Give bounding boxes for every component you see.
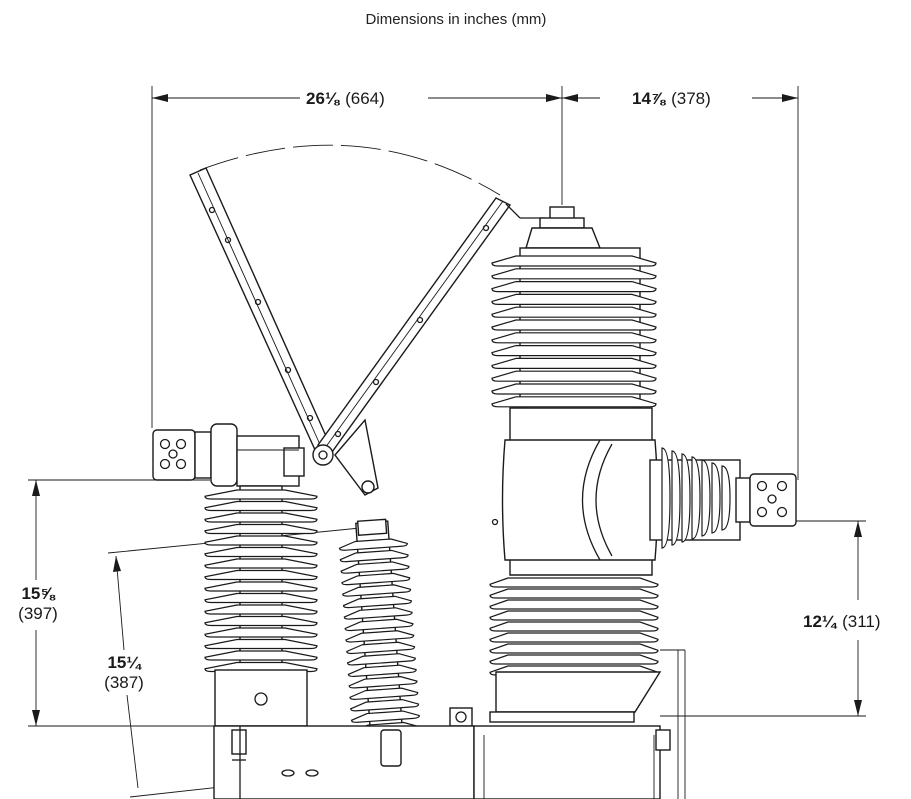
arrowhead: [546, 94, 562, 102]
surge-arrester: [338, 518, 421, 736]
insulator-shed: [338, 538, 408, 551]
insulator-shed: [491, 319, 657, 331]
insulator-shed: [204, 512, 318, 523]
mounting-frame: [213, 707, 671, 799]
insulator-shed: [343, 607, 413, 620]
interrupter-housing: [491, 407, 659, 576]
dim-left-width: 26⅛(664): [306, 89, 385, 108]
main-insulator-base: [495, 671, 662, 713]
dim-arrester-inch: 15¼: [107, 653, 142, 672]
insulator-shed: [204, 558, 318, 569]
top-dimension-lines: [151, 86, 799, 480]
left-insulator-base: [214, 669, 308, 727]
insulator-shed: [491, 345, 657, 357]
dim-right-height: 12¼(311): [803, 612, 881, 631]
insulator-shed: [346, 641, 416, 655]
upper-bushing-insulator: [491, 247, 657, 411]
dim-left-width-inch: 26⅛: [306, 89, 341, 108]
insulator-shed: [489, 643, 659, 654]
insulator-shed: [204, 638, 318, 650]
insulator-shed: [344, 618, 414, 632]
dim-right-height-inch: 12¼: [803, 612, 838, 631]
side-bushing: [649, 447, 741, 549]
insulator-shed: [204, 661, 318, 673]
dim-right-height-mm: (311): [842, 612, 880, 631]
insulator-shed: [491, 332, 657, 344]
insulator-shed: [342, 584, 412, 597]
insulator-shed: [489, 599, 659, 610]
arrowhead: [152, 94, 168, 102]
insulator-shed: [342, 595, 412, 609]
hinge-pivot: [312, 444, 334, 466]
right-terminal-pad: [735, 473, 797, 527]
insulator-shed: [350, 698, 420, 712]
insulator-shed: [346, 653, 416, 666]
insulator-shed: [489, 632, 659, 643]
insulator-shed: [491, 255, 657, 267]
insulator-shed: [204, 523, 318, 535]
right-height-dimension: [660, 520, 866, 717]
insulator-shed: [204, 592, 318, 604]
insulator-shed: [339, 549, 409, 563]
dim-arrester-mm: (387): [104, 673, 144, 692]
insulator-shed: [345, 630, 415, 643]
top-terminal: [525, 206, 602, 249]
insulator-shed: [204, 604, 318, 615]
dim-right-width-mm: (378): [671, 89, 711, 108]
disconnect-blade-open: [189, 167, 331, 453]
link-arm: [334, 418, 379, 496]
arrester-bottom-terminal: [380, 729, 402, 767]
insulator-shed: [491, 383, 657, 395]
left-post-insulator: [204, 485, 318, 677]
insulator-shed: [349, 687, 419, 700]
insulator-shed: [491, 306, 657, 318]
insulator-shed: [204, 500, 318, 512]
insulator-shed: [491, 281, 657, 293]
insulator-shed: [348, 676, 418, 689]
insulator-shed: [204, 546, 318, 558]
insulator-shed: [204, 569, 318, 581]
insulator-shed: [204, 650, 318, 661]
dim-left-height-mm: (397): [18, 604, 58, 623]
insulator-shed: [491, 293, 657, 305]
dim-right-width: 14⅞(378): [632, 89, 711, 108]
base-flange: [489, 711, 635, 723]
insulator-shed: [489, 621, 659, 632]
insulator-shed: [347, 664, 417, 678]
insulator-shed: [340, 561, 410, 574]
insulator-shed: [341, 572, 411, 586]
caption: Dimensions in inches (mm): [366, 11, 547, 28]
dim-left-width-mm: (664): [345, 89, 385, 108]
arrowhead: [562, 94, 578, 102]
dim-right-width-inch: 14⅞: [632, 89, 667, 108]
insulator-shed: [491, 268, 657, 280]
insulator-shed: [204, 581, 318, 592]
insulator-shed: [491, 396, 657, 408]
insulator-shed: [204, 615, 318, 627]
insulator-shed: [489, 588, 659, 599]
arrowhead: [782, 94, 798, 102]
insulator-shed: [489, 577, 659, 588]
left-terminal-pad: [152, 423, 305, 487]
insulator-shed: [491, 370, 657, 382]
insulator-shed: [491, 357, 657, 369]
insulator-shed: [204, 627, 318, 638]
insulator-shed: [204, 535, 318, 546]
insulator-shed: [489, 610, 659, 621]
dim-left-height-inch: 15⅝: [21, 584, 56, 603]
insulator-shed: [204, 489, 318, 500]
blade-swing-arc: [199, 144, 501, 196]
insulator-shed: [489, 654, 659, 665]
lower-insulator-sheds: [489, 577, 659, 676]
insulator-shed: [350, 710, 420, 723]
